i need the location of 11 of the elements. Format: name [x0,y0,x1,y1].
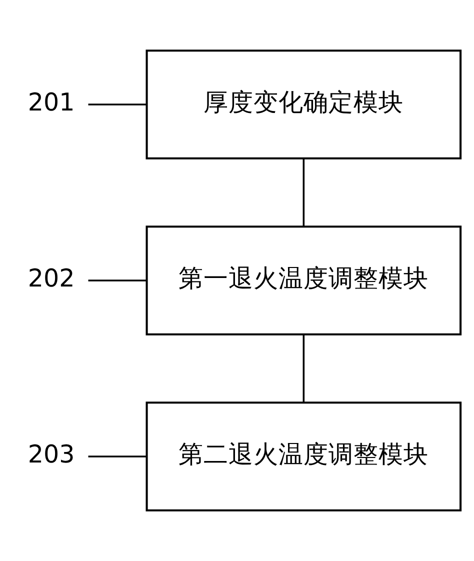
node-text: 202 [27,264,74,292]
connector [302,334,304,402]
connector [88,456,146,458]
connector [88,280,146,282]
node-box: 第一退火温度调整模块 [145,226,462,336]
node-text: 203 [27,439,74,468]
node-box: 第二退火温度调整模块 [145,402,462,512]
connector [88,104,146,106]
connector [302,158,304,227]
node-text: 201 [27,88,74,117]
node-box: 厚度变化确定模块 [145,50,462,160]
